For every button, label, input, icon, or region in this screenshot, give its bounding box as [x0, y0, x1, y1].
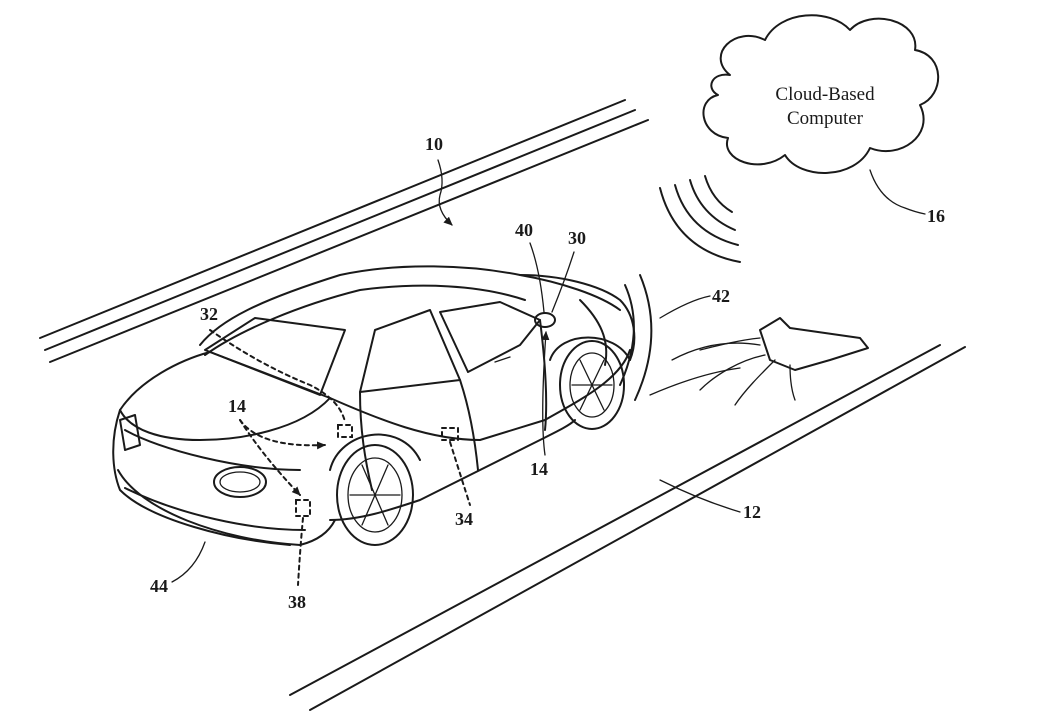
leader-44 [171, 541, 206, 583]
ref-44: 44 [150, 576, 168, 596]
leader-40 [529, 242, 545, 313]
cloud-label-line2: Computer [787, 108, 864, 129]
road-debris [649, 317, 869, 406]
ref-40: 40 [515, 220, 533, 240]
wireless-signal-icon [659, 175, 741, 263]
sensor-34 [441, 427, 459, 441]
sensor-40 [534, 312, 556, 328]
leader-30 [551, 251, 575, 313]
vehicle [112, 265, 636, 546]
leader-16 [869, 169, 926, 215]
ref-12: 12 [743, 502, 761, 522]
sensor-38 [295, 499, 311, 517]
arrow-10 [437, 159, 453, 226]
leader-42 [659, 295, 711, 319]
leader-38 [297, 517, 304, 586]
ref-34: 34 [455, 509, 473, 529]
ref-14-front: 14 [530, 459, 548, 479]
cloud-icon [702, 14, 940, 174]
ref-14-rear: 14 [228, 396, 246, 416]
ref-42: 42 [712, 286, 730, 306]
sensor-32 [337, 424, 353, 438]
ref-32: 32 [200, 304, 218, 324]
arrow-14-rear-b [239, 419, 301, 496]
arrow-14-rear-a [239, 419, 326, 450]
leader-34 [449, 441, 471, 506]
arrow-14-front [541, 331, 550, 456]
cloud-label-line1: Cloud-Based [775, 84, 875, 105]
leader-12 [659, 479, 741, 513]
radar-waves [619, 274, 653, 401]
ref-30: 30 [568, 228, 586, 248]
ref-10: 10 [425, 134, 443, 154]
road-near-edge [289, 344, 966, 711]
ref-38: 38 [288, 592, 306, 612]
road-far-edge [39, 99, 649, 363]
ref-16: 16 [927, 206, 945, 226]
